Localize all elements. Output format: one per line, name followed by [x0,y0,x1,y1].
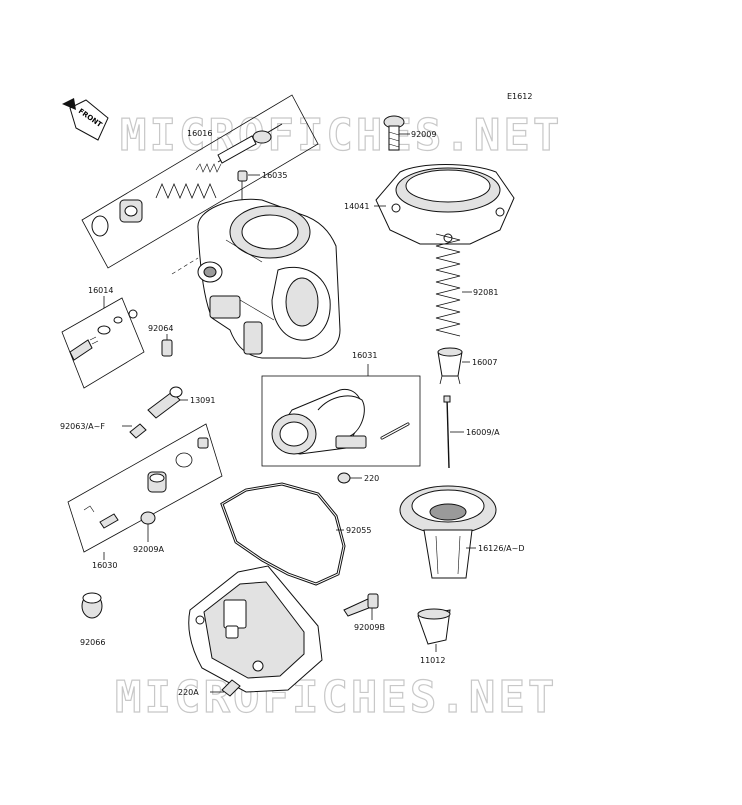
part-92009-screw [383,115,410,151]
part-16016-rod [217,123,283,164]
diagram-code: E1612 [507,92,532,101]
part-11012-cap [417,608,451,652]
carburetor-body [197,198,341,359]
group-box-16014 [61,296,145,389]
part-220A-screw [210,679,241,697]
label-92009A: 92009A [133,545,164,554]
lead-line [171,257,199,275]
part-92081-spring [435,233,472,337]
label-16007: 16007 [472,358,497,367]
part-16016-spring-small [195,163,222,173]
part-92064-jet [161,334,173,357]
label-220A: 220A [178,688,199,697]
part-92063-jet [122,423,147,439]
part-16009-needle [443,395,464,469]
group-box-16031 [261,364,421,467]
part-16035 [237,170,260,200]
label-16009: 16009/A [466,428,500,437]
label-16016: 16016 [187,129,212,138]
label-16035: 16035 [262,171,287,180]
part-220-screw [337,472,362,484]
part-16126-diaphragm [399,485,497,579]
label-220-mid: 220 [364,474,379,483]
label-92081: 92081 [473,288,498,297]
part-92066-cap [81,592,103,619]
part-float-bowl [188,565,323,693]
label-16030: 16030 [92,561,117,570]
watermark-top: MICROFICHES.NET [120,110,562,161]
part-16016-cap [91,215,109,237]
group-box-16030 [67,423,223,560]
group-box-16016 [81,94,319,269]
part-92009B-screw [343,593,379,620]
label-92064: 92064 [148,324,173,333]
label-14041: 14041 [344,202,369,211]
part-16030-parts [83,437,209,529]
part-16007-holder [437,347,470,385]
label-92009B: 92009B [354,623,385,632]
front-arrow-icon: FRONT [62,98,109,141]
label-16014: 16014 [88,286,113,295]
label-92066: 92066 [80,638,105,647]
label-16126: 16126/A~D [478,544,524,553]
part-14041-cover [374,164,515,245]
part-16016-nut [119,199,143,223]
watermark-bottom: MICROFICHES.NET [115,672,557,723]
part-92055-gasket [220,482,346,586]
label-13091: 13091 [190,396,215,405]
label-11012: 11012 [420,656,445,665]
label-16031: 16031 [352,351,377,360]
label-92055: 92055 [346,526,371,535]
label-92009-top: 92009 [411,130,436,139]
part-16016-spring [155,182,217,200]
part-16031-float [271,388,410,455]
part-92009A-screw [140,511,156,542]
part-13091-jet [147,386,188,419]
label-92063: 92063/A~F [60,422,105,431]
part-16014-screw [69,309,138,361]
